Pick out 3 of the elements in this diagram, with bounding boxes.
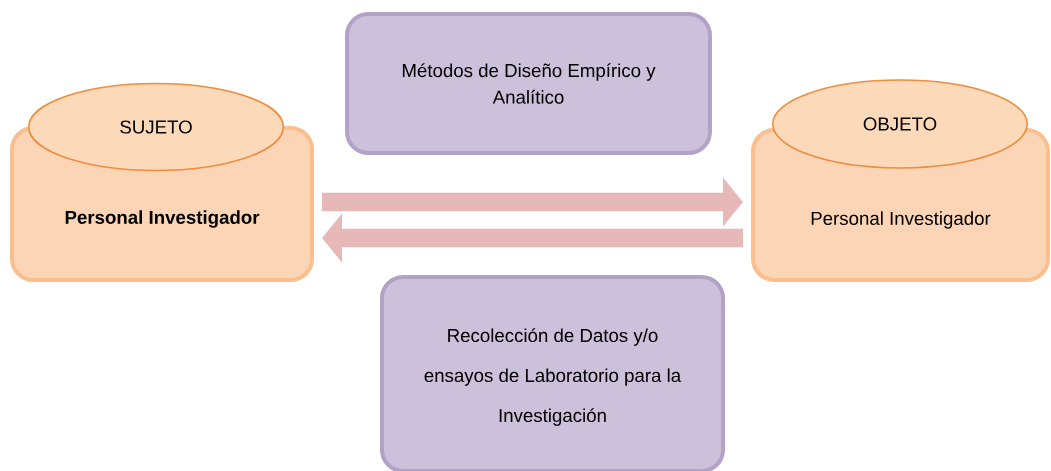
method-box: Recolección de Datos y/o ensayos de Laboratorio para la Investigación (380, 275, 726, 471)
node-label: Personal Investigador (811, 211, 991, 229)
method-box: Métodos de Diseño Empírico y Analítico (345, 12, 712, 155)
